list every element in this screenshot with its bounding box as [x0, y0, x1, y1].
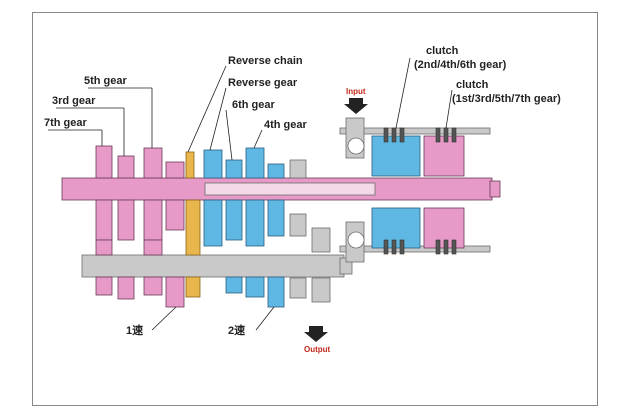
third-counter-gear [117, 276, 135, 300]
clutch-odd-upper [423, 135, 465, 177]
first-counter-gear [165, 276, 185, 308]
reverse-gear-leader [209, 87, 227, 151]
fourth-gear-leader [253, 129, 263, 149]
seventh-counter-upper [95, 239, 113, 256]
seventh-counter-gear [95, 276, 113, 296]
first-speed-label: 1速 [126, 323, 143, 337]
third-gear-lower [117, 199, 135, 241]
second-speed-leader [255, 306, 275, 331]
bearing-upper [289, 159, 307, 179]
input-bearing-lower [347, 231, 365, 249]
clutch-even-title: clutch [426, 45, 459, 57]
first-gear-upper [165, 161, 185, 179]
sixth-gear-upper [225, 159, 243, 179]
second-gear-lower [267, 199, 285, 237]
clutch-odd-plate-6 [451, 239, 457, 255]
clutch-even-plate-5 [391, 239, 397, 255]
reverse-chain-middle [185, 199, 201, 256]
shaft-tip [489, 180, 501, 198]
clutch-even-plate-1 [383, 127, 389, 143]
fifth-gear-upper [143, 147, 163, 179]
output-gear-lower [311, 277, 331, 303]
reverse-gear-upper [203, 149, 223, 179]
sixth-gear-lower [225, 199, 243, 241]
reverse-gear-label: Reverse gear [228, 77, 298, 89]
clutch-odd-plate-2 [443, 127, 449, 143]
reverse-chain-upper [185, 151, 195, 179]
reverse-chain-leader [187, 65, 227, 153]
bearing-lower [289, 277, 307, 299]
second-gear-upper [267, 163, 285, 179]
third-gear-upper [117, 155, 135, 179]
clutch-even-plate-4 [383, 239, 389, 255]
counter-shaft [81, 254, 345, 278]
output-gear-upper [311, 227, 331, 253]
bearing-middle [289, 213, 307, 237]
second-speed-label: 2速 [228, 323, 245, 337]
fifth-gear-lower [143, 199, 163, 241]
input-bearing-upper [347, 137, 365, 155]
reverse-gear-lower [203, 199, 223, 247]
first-gear-lower [165, 199, 185, 231]
clutch-odd-plate-4 [435, 239, 441, 255]
clutch-even-upper [371, 135, 421, 177]
fourth-counter-gear [245, 276, 265, 298]
clutch-even-plate-2 [391, 127, 397, 143]
fourth-gear-lower [245, 199, 265, 247]
input-label: Input [346, 87, 366, 96]
third-gear-label: 3rd gear [52, 95, 96, 107]
fifth-counter-upper [143, 239, 163, 256]
input-arrow-icon [344, 98, 368, 114]
seventh-gear-upper [95, 145, 113, 179]
sixth-gear-leader [225, 109, 233, 161]
second-counter-gear [267, 276, 285, 308]
shaft-bore [204, 182, 376, 196]
clutch-odd-plate-3 [451, 127, 457, 143]
seventh-gear-label: 7th gear [44, 117, 88, 129]
clutch-even-plate-3 [399, 127, 405, 143]
fifth-gear-label: 5th gear [84, 75, 128, 87]
clutch-even-detail: (2nd/4th/6th gear) [414, 59, 507, 71]
output-arrow-icon [304, 326, 328, 342]
first-speed-leader [151, 306, 177, 331]
seventh-gear-lower [95, 199, 113, 241]
fourth-gear-label: 4th gear [264, 119, 308, 131]
clutch-even-leader [395, 57, 411, 129]
clutch-even-plate-6 [399, 239, 405, 255]
clutch-odd-plate-1 [435, 127, 441, 143]
sixth-counter-gear [225, 276, 243, 294]
reverse-chain-label: Reverse chain [228, 55, 303, 67]
clutch-odd-plate-5 [443, 239, 449, 255]
clutch-housing-top [339, 127, 491, 135]
fifth-counter-gear [143, 276, 163, 296]
fourth-gear-upper [245, 147, 265, 179]
clutch-odd-leader [445, 89, 453, 129]
sixth-gear-label: 6th gear [232, 99, 276, 111]
clutch-odd-detail: (1st/3rd/5th/7th gear) [452, 93, 561, 105]
output-label: Output [304, 345, 331, 354]
clutch-odd-title: clutch [456, 79, 489, 91]
reverse-chain-lower [185, 276, 201, 298]
